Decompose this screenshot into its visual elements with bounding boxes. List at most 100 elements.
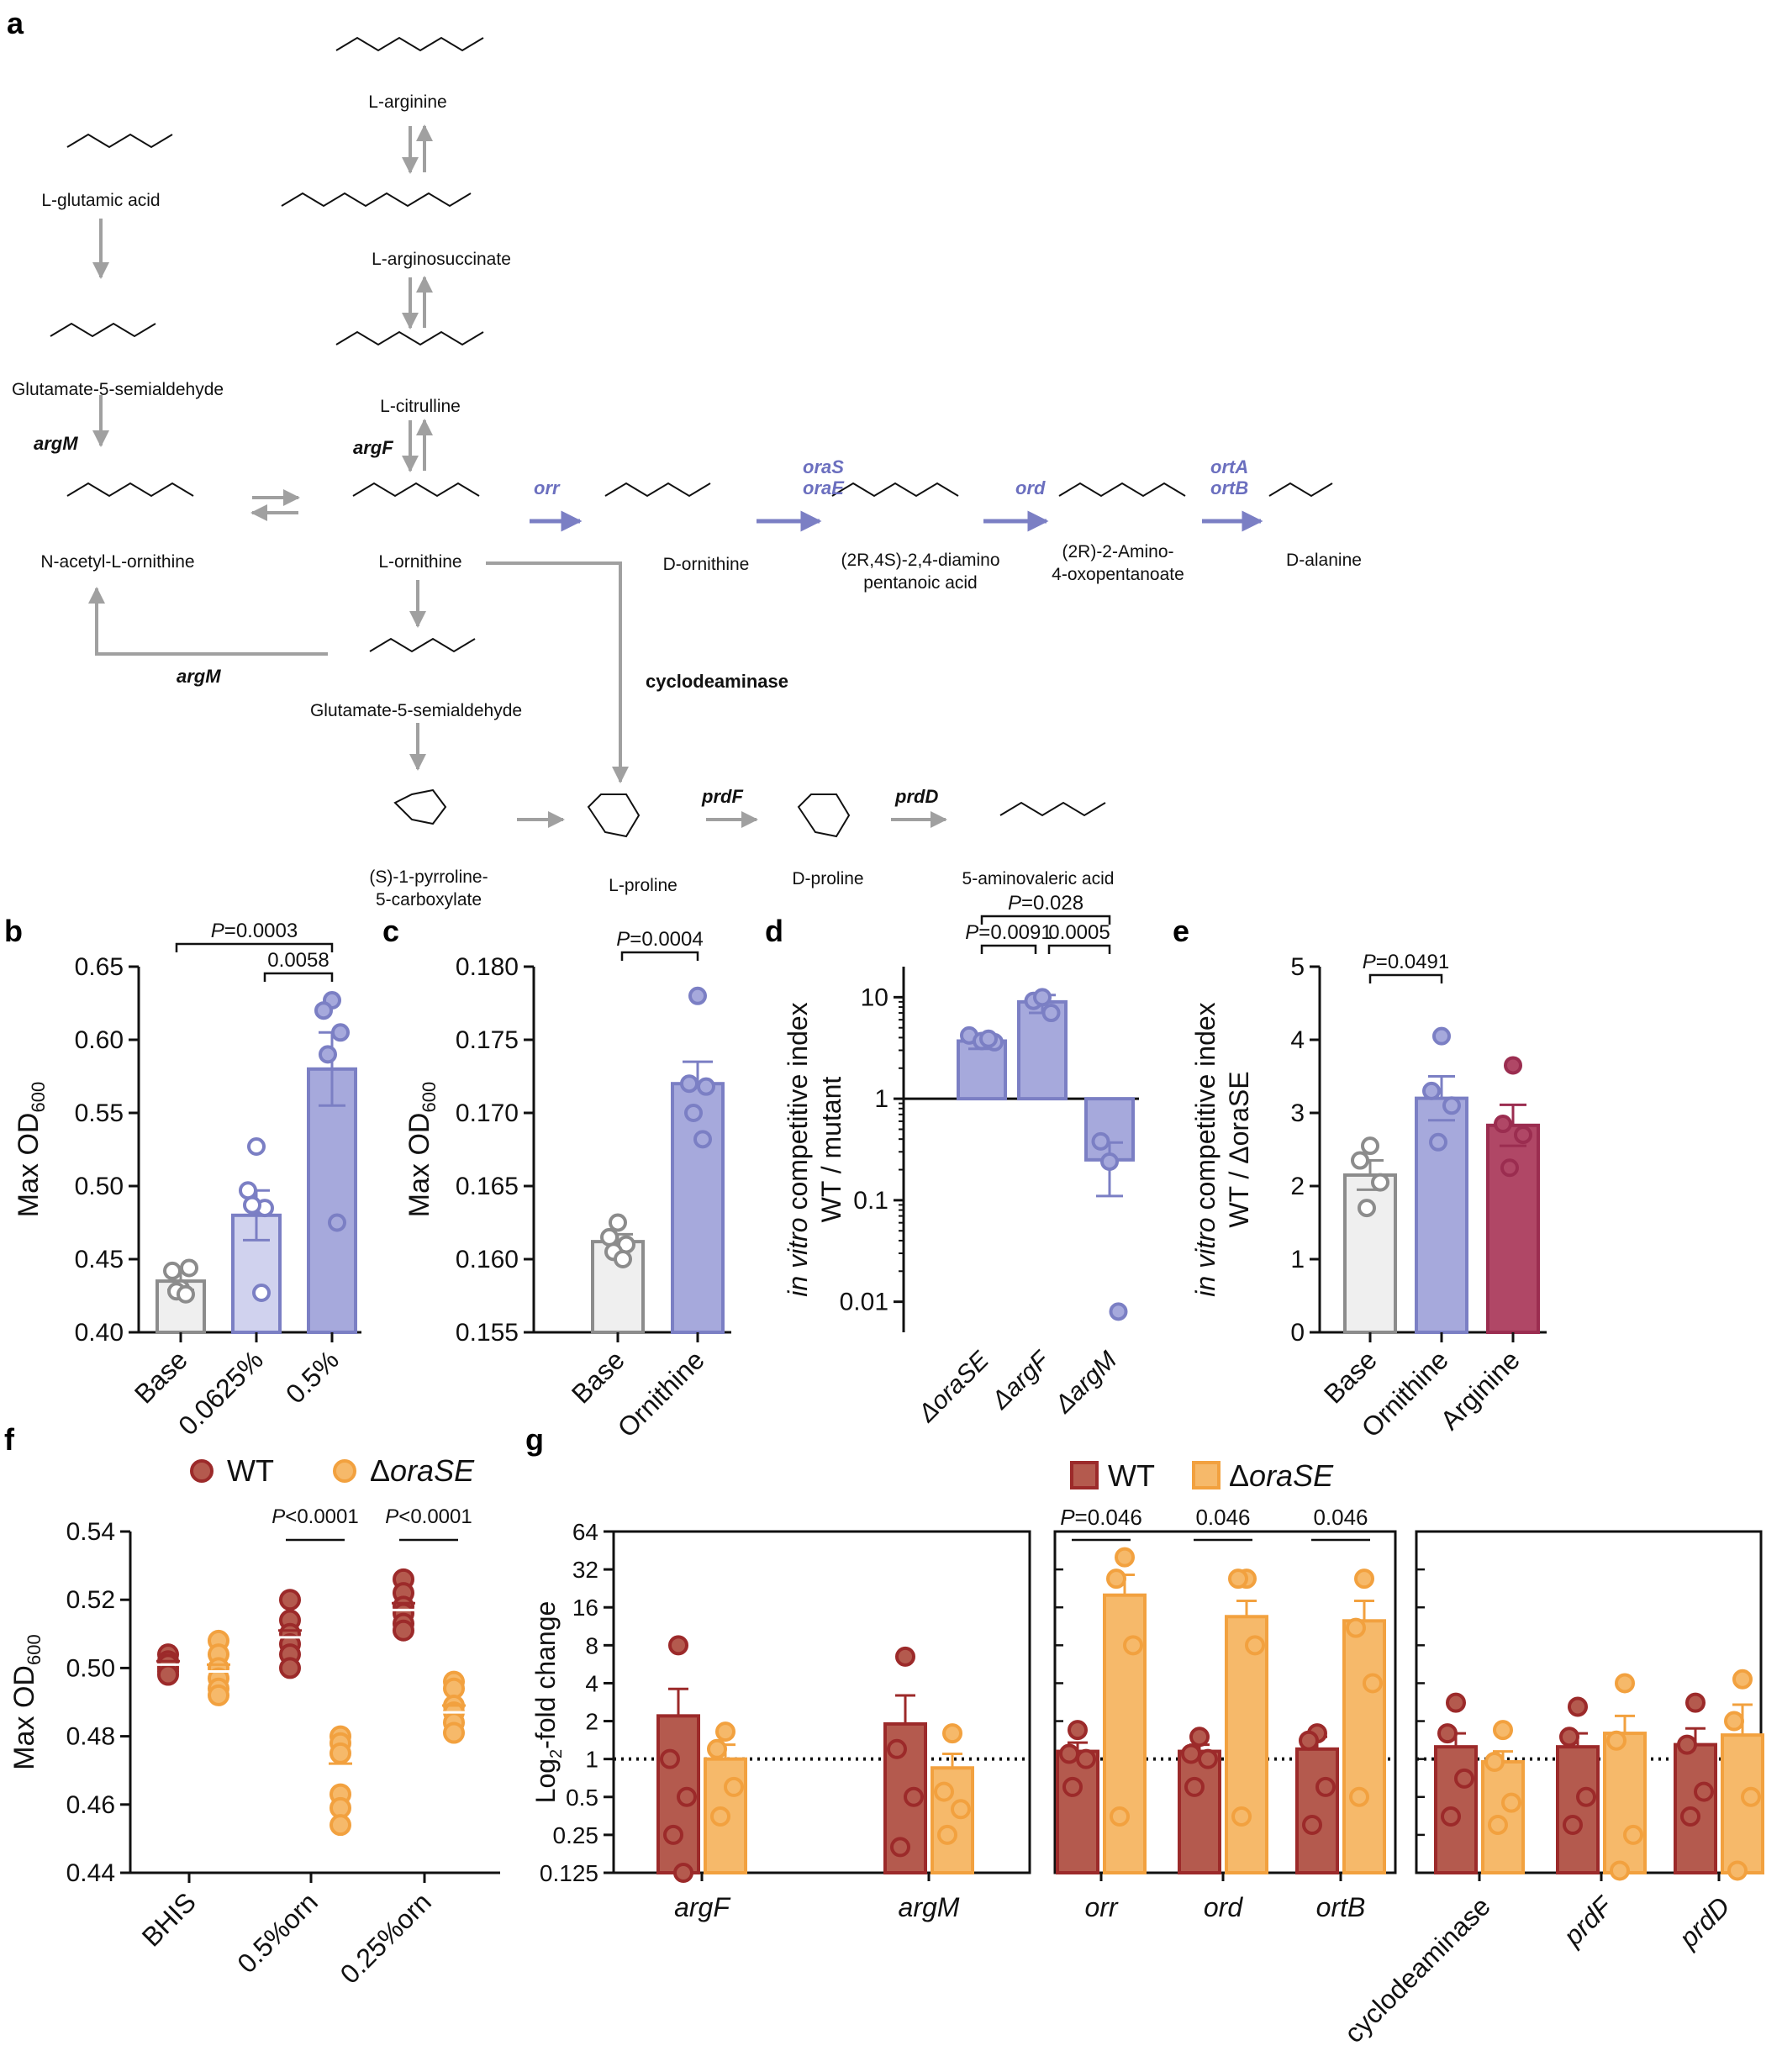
- g-data-point: [1446, 1692, 1466, 1713]
- g-y-tick-label: 0.5: [566, 1785, 598, 1811]
- g-data-point: [1115, 1547, 1135, 1568]
- c-y-tick-label: 0.175: [456, 1026, 519, 1054]
- f-legend-wt-marker: [190, 1459, 214, 1483]
- f-legend-ko-label: ΔoraSE: [370, 1453, 475, 1488]
- c-data-point: [600, 1227, 619, 1247]
- c-y-tick-label: 0.180: [456, 953, 519, 981]
- g-legend-wt-label: WT: [1108, 1458, 1155, 1493]
- c-y-tick-label: 0.165: [456, 1173, 519, 1200]
- f-sig-p: P: [272, 1505, 285, 1528]
- c-data-point: [609, 1213, 627, 1232]
- g-data-point: [1732, 1669, 1753, 1690]
- d-y-label: in vitro competitive index: [783, 1002, 813, 1296]
- g-data-point: [890, 1837, 910, 1858]
- g-data-point: [1724, 1711, 1744, 1732]
- c-data-point: [688, 986, 707, 1005]
- g-data-point: [1110, 1806, 1130, 1827]
- c-sig-bracket: [620, 951, 699, 961]
- e-data-point: [1514, 1126, 1532, 1145]
- b-data-point: [239, 1181, 257, 1200]
- g-data-point: [904, 1786, 924, 1807]
- enzyme-prdF: prdF: [701, 786, 743, 807]
- compound-l-ornithine: L-ornithine: [378, 552, 461, 572]
- g-sig-label: 0.046: [1195, 1505, 1250, 1530]
- f-data-point: [208, 1684, 229, 1706]
- g-bar: [1295, 1747, 1339, 1874]
- g-data-point: [1501, 1792, 1521, 1813]
- g-data-point: [1302, 1815, 1322, 1836]
- panel-label-g: g: [525, 1422, 544, 1457]
- d-x-tick-label: ΔargF: [986, 1345, 1056, 1415]
- b-sig-label: 0.0058: [267, 949, 329, 972]
- b-x-tick-label: Base: [129, 1344, 193, 1409]
- panel-label-e: e: [1173, 914, 1189, 948]
- g-data-point: [1349, 1786, 1369, 1807]
- e-data-point: [1371, 1173, 1389, 1192]
- compound-diamino-line2: pentanoic acid: [863, 573, 977, 593]
- g-y-label-rest: -fold change: [530, 1601, 561, 1749]
- b-bar: [307, 1067, 357, 1335]
- g-y-tick-label: 32: [572, 1557, 598, 1583]
- enzyme-orr: orr: [534, 477, 561, 498]
- f-y-label: Max OD600: [8, 1634, 45, 1769]
- g-bar: [1178, 1749, 1221, 1875]
- d-y-tick-label: 0.1: [853, 1187, 888, 1215]
- enzyme-cyclodeaminase: cyclodeaminase: [646, 671, 788, 692]
- b-x-tick-label: 0.0625%: [172, 1344, 269, 1441]
- g-data-point: [1493, 1720, 1513, 1741]
- g-data-point: [1228, 1568, 1248, 1590]
- g-data-point: [1059, 1743, 1079, 1764]
- g-data-point: [1181, 1743, 1201, 1764]
- g-data-point: [1123, 1635, 1143, 1656]
- b-data-point: [252, 1284, 271, 1303]
- g-data-point: [1189, 1727, 1210, 1748]
- g-y-tick-label: 16: [572, 1595, 598, 1621]
- c-sig-label: P=0.0004: [616, 928, 703, 951]
- panel-label-b: b: [4, 914, 23, 948]
- e-data-point: [1504, 1056, 1522, 1075]
- g-data-point: [887, 1738, 907, 1759]
- f-data-point: [443, 1721, 465, 1744]
- g-data-point: [707, 1738, 727, 1759]
- g-data-point: [1437, 1723, 1458, 1744]
- d-y-tick-label: 1: [874, 1085, 888, 1113]
- d-data-point: [979, 1029, 998, 1048]
- g-x-tick-label: argF: [674, 1892, 731, 1922]
- g-x-tick-label: prdF: [1557, 1890, 1619, 1952]
- g-x-tick-label: ortB: [1316, 1892, 1366, 1922]
- g-data-point: [1606, 1730, 1626, 1751]
- g-data-point: [1727, 1860, 1748, 1881]
- d-sig-bracket: [980, 944, 1037, 954]
- d-sig-label: 0.0005: [1048, 921, 1110, 944]
- e-sig-label: P=0.0491: [1363, 951, 1449, 973]
- g-data-point: [673, 1863, 693, 1883]
- d-sig-label: P=0.028: [1008, 892, 1083, 915]
- f-sig-p: P: [385, 1505, 398, 1528]
- compound-labels: L-arginine L-glutamic acid L-arginosucci…: [12, 92, 1362, 909]
- enzyme-ortB: ortB: [1210, 477, 1248, 498]
- e-bar: [1486, 1123, 1540, 1335]
- f-data-point: [393, 1619, 414, 1642]
- b-data-point: [243, 1195, 261, 1215]
- compound-p5c-line2: 5-carboxylate: [376, 890, 482, 909]
- b-data-point: [180, 1258, 198, 1278]
- g-data-point: [1685, 1692, 1706, 1713]
- g-data-point: [710, 1806, 730, 1827]
- g-y-label: Log2-fold change: [530, 1601, 566, 1804]
- g-bar: [1225, 1615, 1268, 1875]
- g-data-point: [1488, 1815, 1508, 1836]
- g-data-point: [1315, 1776, 1336, 1797]
- e-data-point: [1358, 1199, 1376, 1218]
- e-y-tick-label: 0: [1290, 1319, 1305, 1347]
- e-bar: [1415, 1096, 1468, 1334]
- g-data-point: [1441, 1806, 1461, 1827]
- g-bar: [1556, 1745, 1600, 1874]
- e-data-point: [1361, 1136, 1379, 1156]
- b-y-tick-label: 0.45: [75, 1246, 124, 1273]
- panel-label-c: c: [382, 914, 399, 948]
